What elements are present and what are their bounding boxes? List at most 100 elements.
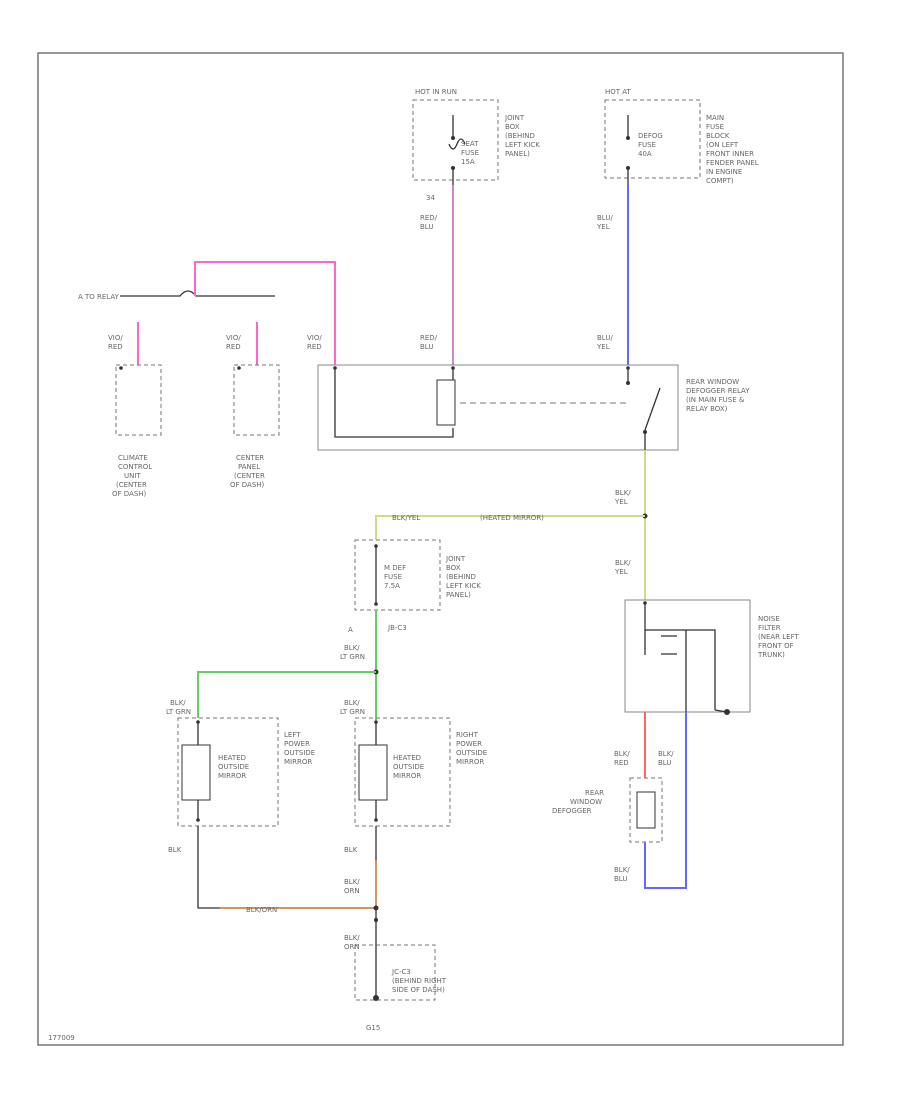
rd-1: REAR bbox=[585, 789, 604, 797]
hot-at-label: HOT AT bbox=[605, 88, 632, 96]
hot-in-run-label: HOT IN RUN bbox=[415, 88, 457, 96]
defog-fuse-box: HOT AT DEFOG FUSE 40A MAIN FUSE BLOCK (O… bbox=[604, 88, 759, 185]
relay-4: RELAY BOX) bbox=[686, 405, 728, 413]
wire-a: A bbox=[348, 626, 353, 634]
climate-2: CONTROL bbox=[118, 463, 152, 471]
climate-wire-2: RED bbox=[108, 343, 123, 351]
relay-2: DEFOGGER RELAY bbox=[686, 387, 750, 395]
lhm-1: HEATED bbox=[218, 754, 246, 762]
right-mirror: HEATED OUTSIDE MIRROR RIGHT POWER OUTSID… bbox=[354, 717, 487, 827]
ltgrn-1b: LT GRN bbox=[340, 653, 365, 661]
ltgrn-2a: BLK/ bbox=[170, 699, 186, 707]
climate-3: UNIT bbox=[124, 472, 141, 480]
joint-box-3: (BEHIND bbox=[505, 132, 535, 140]
nf-2: FILTER bbox=[758, 624, 781, 632]
rm-4: MIRROR bbox=[456, 758, 484, 766]
mdef-3: 7.5A bbox=[384, 582, 400, 590]
ground-joint: JC-C3 (BEHIND RIGHT SIDE OF DASH) G15 bbox=[354, 944, 447, 1032]
auto-relay-line: A TO RELAY bbox=[78, 261, 336, 365]
joint-box-1: JOINT bbox=[504, 114, 525, 122]
defog-fuse-2: FUSE bbox=[638, 141, 656, 149]
blk-red-b: RED bbox=[614, 759, 629, 767]
footer-code: 177009 bbox=[48, 1034, 75, 1042]
blu-yel-label-1b: YEL bbox=[596, 223, 610, 231]
main-fuse-3: BLOCK bbox=[706, 132, 730, 140]
climate-wire-1: VIO/ bbox=[108, 334, 123, 342]
lt-grn-wire-left bbox=[197, 671, 376, 718]
blk-yel-2b: YEL bbox=[614, 568, 628, 576]
lhm-3: MIRROR bbox=[218, 772, 246, 780]
seat-fuse-label-2: FUSE bbox=[461, 149, 479, 157]
blk-blu-a: BLK/ bbox=[658, 750, 674, 758]
blk-left: BLK bbox=[168, 846, 182, 854]
mbox-4: LEFT KICK bbox=[446, 582, 481, 590]
gj-3: SIDE OF DASH) bbox=[392, 986, 445, 994]
ltgrn-2b: LT GRN bbox=[166, 708, 191, 716]
main-fuse-8: COMPT) bbox=[706, 177, 734, 185]
main-fuse-1: MAIN bbox=[706, 114, 724, 122]
mirror-fuse-box: M DEF FUSE 7.5A JOINT BOX (BEHIND LEFT K… bbox=[354, 539, 481, 632]
red-blu-label-2b: BLU bbox=[420, 343, 433, 351]
blk-right: BLK bbox=[344, 846, 358, 854]
relay-3: (IN MAIN FUSE & bbox=[686, 396, 745, 404]
seat-fuse-label-1: SEAT bbox=[461, 140, 479, 148]
ltgrn-3a: BLK/ bbox=[344, 699, 360, 707]
blk-yel-1b: YEL bbox=[614, 498, 628, 506]
relay-vio-2: RED bbox=[307, 343, 322, 351]
joint-box-2: BOX bbox=[505, 123, 520, 131]
center-wire-2: RED bbox=[226, 343, 241, 351]
blk-blu-d: BLU bbox=[614, 875, 627, 883]
main-fuse-4: (ON LEFT bbox=[706, 141, 739, 149]
red-blu-label-1a: RED/ bbox=[420, 214, 438, 222]
gj-1: JC-C3 bbox=[391, 968, 411, 976]
center-2: PANEL bbox=[238, 463, 260, 471]
defog-fuse-1: DEFOG bbox=[638, 132, 663, 140]
main-fuse-5: FRONT INNER bbox=[706, 150, 754, 158]
heated-mirror-wire bbox=[375, 515, 645, 540]
defog-fuse-3: 40A bbox=[638, 150, 652, 158]
mdef-1: M DEF bbox=[384, 564, 406, 572]
blk-yel-inline: BLK/YEL bbox=[392, 514, 420, 522]
seat-fuse-box: HOT IN RUN SEAT FUSE 15A JOINT BOX (BEHI… bbox=[412, 88, 540, 185]
joint-box-5: PANEL) bbox=[505, 150, 530, 158]
relay-1: REAR WINDOW bbox=[686, 378, 739, 386]
climate-4: (CENTER bbox=[116, 481, 147, 489]
lhm-2: OUTSIDE bbox=[218, 763, 249, 771]
rm-1: RIGHT bbox=[456, 731, 479, 739]
heated-mirror-inline: (HEATED MIRROR) bbox=[480, 514, 544, 522]
climate-control-unit: VIO/ RED CLIMATE CONTROL UNIT (CENTER OF… bbox=[108, 334, 162, 498]
rd-2: WINDOW bbox=[570, 798, 602, 806]
pink-wire bbox=[194, 261, 336, 365]
red-blu-label-2a: RED/ bbox=[420, 334, 438, 342]
blu-yel-label-2b: YEL bbox=[596, 343, 610, 351]
center-3: (CENTER bbox=[234, 472, 265, 480]
center-4: OF DASH) bbox=[230, 481, 265, 489]
blk-yel-2a: BLK/ bbox=[615, 559, 631, 567]
red-blu-label-1b: BLU bbox=[420, 223, 433, 231]
main-fuse-7: IN ENGINE bbox=[706, 168, 742, 176]
blk-yel-1a: BLK/ bbox=[615, 489, 631, 497]
rear-window-defogger: REAR WINDOW DEFOGGER bbox=[552, 777, 663, 843]
blk-blu-wire bbox=[644, 712, 687, 889]
gj-2: (BEHIND RIGHT bbox=[392, 977, 447, 985]
relay-vio-1: VIO/ bbox=[307, 334, 322, 342]
main-fuse-2: FUSE bbox=[706, 123, 724, 131]
orn-1a: BLK/ bbox=[344, 878, 360, 886]
rm-2: POWER bbox=[456, 740, 482, 748]
wire-34-label: 34 bbox=[426, 194, 435, 202]
nf-1: NOISE bbox=[758, 615, 780, 623]
rd-3: DEFOGGER bbox=[552, 807, 592, 815]
diagram-border bbox=[37, 52, 844, 1046]
orn-2b: ORN bbox=[344, 943, 360, 951]
noise-filter: NOISE FILTER (NEAR LEFT FRONT OF TRUNK) bbox=[624, 599, 799, 715]
blk-orn-inline: BLK/ORN bbox=[246, 906, 277, 914]
climate-5: OF DASH) bbox=[112, 490, 147, 498]
lm-1: LEFT bbox=[284, 731, 301, 739]
lm-4: MIRROR bbox=[284, 758, 312, 766]
lm-3: OUTSIDE bbox=[284, 749, 315, 757]
blk-blu-b: BLU bbox=[658, 759, 671, 767]
blu-yel-label-1a: BLU/ bbox=[597, 214, 613, 222]
orn-2a: BLK/ bbox=[344, 934, 360, 942]
lm-2: POWER bbox=[284, 740, 310, 748]
